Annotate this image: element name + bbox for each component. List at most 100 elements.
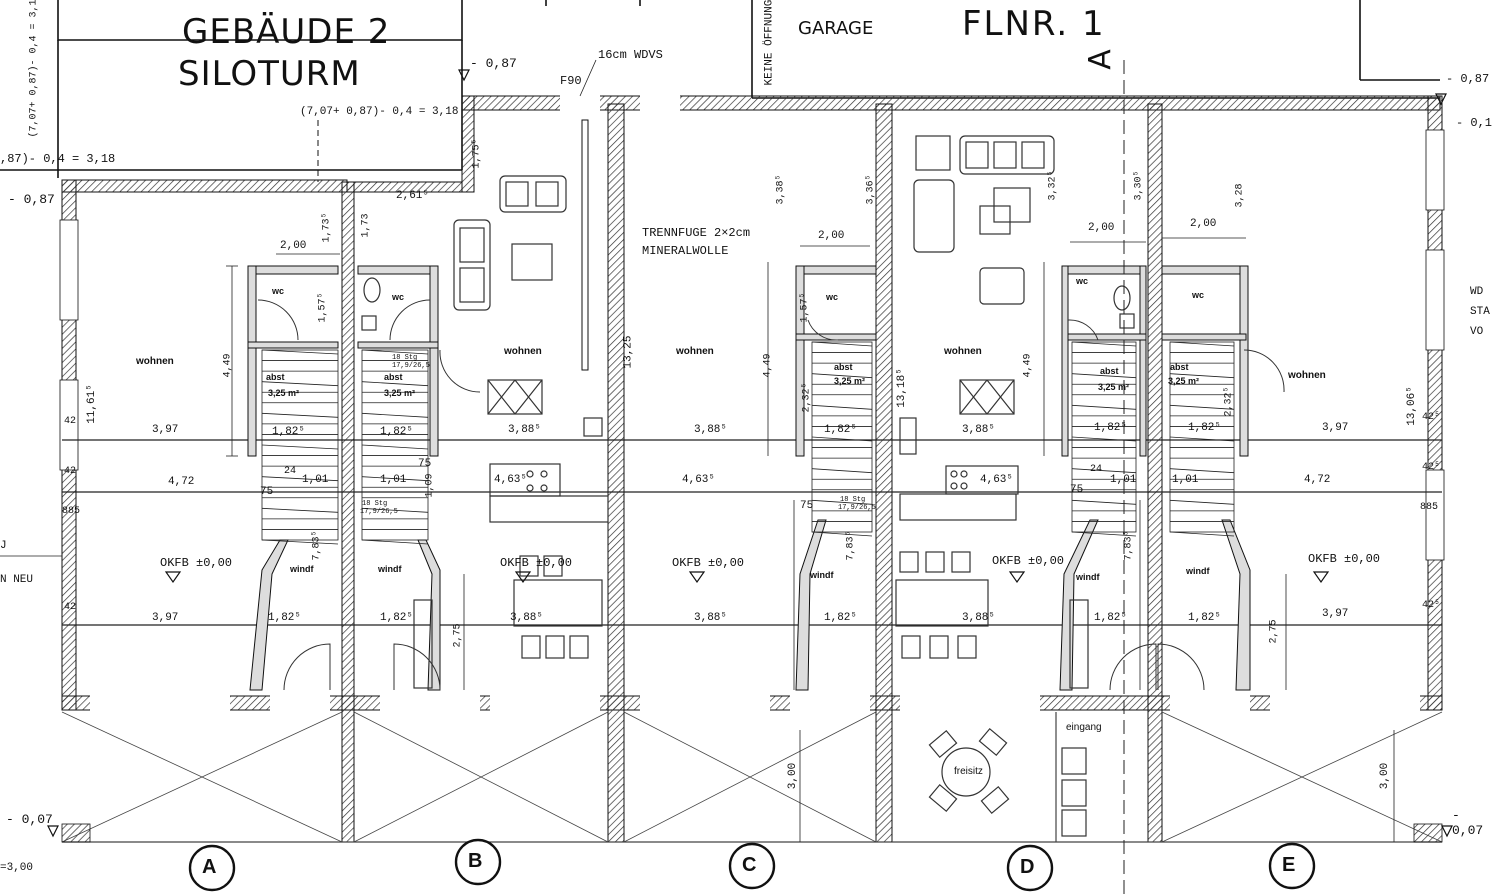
dim-3885-d1: 3,88⁵ — [962, 424, 996, 436]
room-windf-b: windf — [378, 564, 402, 574]
level-okfb-d: OKFB ±0,00 — [992, 554, 1065, 568]
axis-circle-b — [454, 838, 502, 886]
axis-label-e: E — [1282, 854, 1296, 876]
label-keine-oeffnungen: KEINE ÖFFNUNGEN — [763, 0, 776, 86]
stair-tread — [1071, 341, 1137, 347]
dim-42-l3: 42 — [64, 602, 77, 613]
label-garage: GARAGE — [798, 18, 874, 39]
dim-472-e: 4,72 — [1304, 474, 1331, 486]
room-abst-area-c: 3,25 m² — [834, 376, 866, 386]
stair-tread — [1071, 436, 1137, 442]
stair-flight-4 — [1169, 341, 1235, 533]
room-windf-c: windf — [810, 570, 834, 580]
dim-783-c: 7,83⁵ — [845, 530, 857, 561]
dim-75-c: 75 — [800, 500, 814, 512]
dim-75-b: 75 — [418, 458, 432, 470]
sofa — [913, 179, 955, 253]
room-abst-area-d: 3,25 m² — [1098, 382, 1130, 392]
stair-tread — [1071, 499, 1137, 505]
dim-275-e: 2,75 — [1268, 619, 1280, 644]
level-top: - 0,87 — [470, 56, 517, 71]
dim-261: 2,61⁵ — [396, 190, 430, 202]
dim-200-d: 2,00 — [1088, 222, 1115, 234]
room-wc-e: wc — [1192, 290, 1205, 300]
room-abst-b: abst — [384, 372, 403, 382]
dim-1306: 13,06⁵ — [1405, 386, 1418, 426]
dim-75-d: 75 — [1070, 484, 1084, 496]
axis-circle-e — [1268, 842, 1316, 890]
level-left: - 0,87 — [8, 192, 55, 207]
room-wc-b: wc — [392, 292, 405, 302]
edge-left-1: J — [0, 540, 7, 552]
dim-101-e: 1,01 — [1172, 474, 1199, 486]
level-right: - 0,87 — [1446, 72, 1490, 86]
label-wdvs: 16cm WDVS — [598, 48, 663, 62]
room-windf-e: windf — [1186, 566, 1210, 576]
dim-42-r3: 42⁵ — [1422, 600, 1441, 611]
room-wohnen-e: wohnen — [1288, 370, 1326, 381]
dim-1825-b1: 1,82⁵ — [380, 426, 414, 438]
stair-tread — [361, 476, 429, 482]
outer-walls — [59, 94, 1445, 843]
dim-449-c: 4,49 — [762, 353, 774, 378]
dim-4635-c: 4,63⁵ — [682, 474, 716, 486]
dim-397-e1: 3,97 — [1322, 422, 1349, 434]
room-abst-a: abst — [266, 372, 285, 382]
edge-bottom: =3,00 — [0, 862, 34, 874]
label-f90: F90 — [560, 74, 582, 88]
stair-tread — [1071, 373, 1137, 379]
room-abst-area-e: 3,25 m² — [1168, 376, 1200, 386]
level-bottom-right: - 0,07 — [1452, 808, 1484, 838]
stair-tread — [811, 436, 873, 442]
stair-flight-2 — [811, 341, 873, 533]
room-wc-c: wc — [826, 292, 839, 302]
dim-1161: 11,61⁵ — [85, 384, 98, 424]
dim-175: 1,75⁵ — [471, 138, 483, 169]
axis-label-b: B — [468, 850, 483, 872]
stair-tread — [261, 381, 339, 387]
stair-tread — [361, 539, 429, 545]
level-right-b: - 0,1 — [1456, 116, 1492, 130]
stair-ratio-c: 17,9/26,5 — [838, 504, 876, 512]
room-eingang: eingang — [1066, 722, 1102, 733]
stair-flight-3 — [1071, 341, 1137, 533]
dim-1318: 13,18⁵ — [895, 368, 908, 408]
dim-24-d: 24 — [1090, 464, 1103, 475]
dim-1825-c2: 1,82⁵ — [824, 612, 858, 624]
dim-232-c: 2,32⁵ — [801, 382, 813, 413]
door-swings — [257, 299, 1285, 691]
axis-label-c: C — [742, 854, 757, 876]
dim-300-e: 3,00 — [1379, 762, 1392, 790]
room-abst-area-a: 3,25 m² — [268, 388, 300, 398]
title-flnr: FLNR. 1 — [962, 4, 1106, 44]
dim-173-a: 1,73⁵ — [321, 212, 333, 243]
stair-tread — [261, 539, 339, 545]
terrace-zone — [61, 711, 1443, 843]
room-wc-a: wc — [272, 286, 285, 296]
calc-note-vertical: (7,07+ 0,87)- 0,4 = 3,18 — [28, 0, 40, 138]
stair-tread — [1169, 468, 1235, 474]
dim-3885-b2: 3,88⁵ — [510, 612, 544, 624]
stair-tread — [361, 444, 429, 450]
dim-1825-e2: 1,82⁵ — [1188, 612, 1222, 624]
dim-275-b: 2,75 — [452, 623, 464, 648]
stair-tread — [1071, 531, 1137, 537]
section-marker-a: A — [1082, 49, 1118, 70]
dim-397-a2: 3,97 — [152, 612, 179, 624]
dim-783-a: 7,83⁵ — [311, 530, 323, 561]
dim-42-l1: 42 — [64, 416, 77, 427]
dim-42-l2: 42 — [64, 466, 77, 477]
dim-200-a: 2,00 — [280, 240, 307, 252]
stair-tread — [261, 412, 339, 418]
stair-tread — [361, 349, 429, 355]
dim-328: 3,28 — [1234, 183, 1246, 208]
axis-markers — [188, 838, 1316, 892]
label-trennfuge: TRENNFUGE 2×2cm — [642, 226, 751, 240]
room-abst-c: abst — [834, 362, 853, 372]
dim-42-r1: 42⁵ — [1422, 412, 1441, 423]
dining-table — [895, 579, 989, 627]
dim-3885-d2: 3,88⁵ — [962, 612, 996, 624]
dim-300-c: 3,00 — [787, 762, 800, 790]
room-windf-a: windf — [290, 564, 314, 574]
room-freisitz: freisitz — [954, 766, 983, 777]
